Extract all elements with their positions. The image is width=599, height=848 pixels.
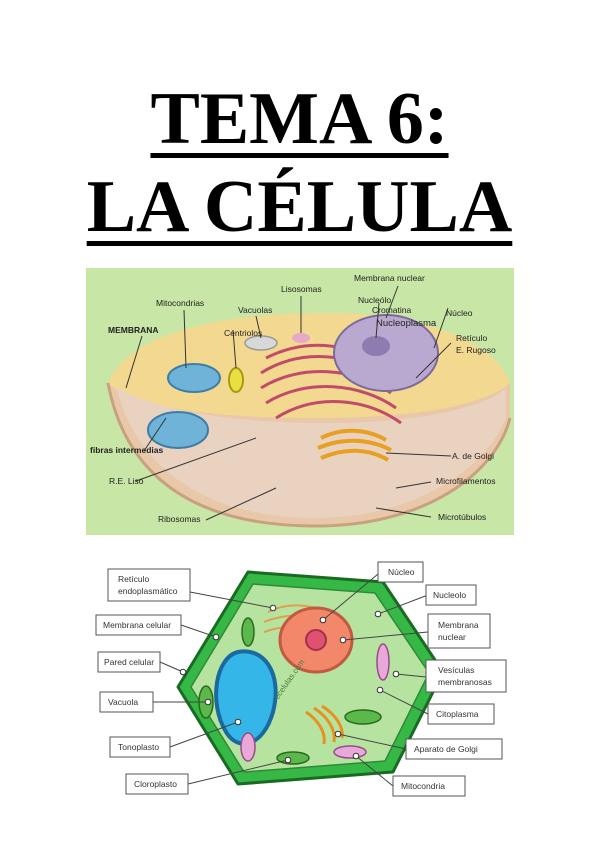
plant-mitochondrion-2	[240, 732, 256, 762]
mitochondrion-2	[147, 411, 209, 449]
box-vacuola	[99, 691, 154, 713]
plant-nucleolus	[305, 629, 327, 651]
plant-label-vacuola: Vacuola	[108, 697, 138, 707]
plant-label-tonoplasto: Tonoplasto	[118, 742, 159, 752]
label-golgi: A. de Golgi	[452, 451, 494, 461]
box-vesiculas	[425, 659, 507, 693]
box-mitocondria	[392, 775, 466, 797]
label-membrana: MEMBRANA	[108, 325, 159, 335]
box-reticulo	[107, 568, 191, 602]
label-membrana-nuclear: Membrana nuclear	[354, 273, 425, 283]
label-centriolos: Centriolos	[224, 328, 262, 338]
plant-label-nucleo: Núcleo	[388, 567, 415, 577]
label-vacuolas: Vacuolas	[238, 305, 272, 315]
box-pared-celular	[97, 651, 161, 673]
plant-label-pared-celular: Pared celular	[104, 657, 154, 667]
plant-leader-lines	[153, 573, 429, 787]
cytoplasm-cut-face	[116, 386, 506, 518]
label-reticulo-1: Retículo	[456, 333, 487, 343]
centrioles	[228, 367, 244, 393]
cell-membrane-edge	[106, 382, 512, 528]
plant-label-membrana-celular: Membrana celular	[103, 620, 171, 630]
golgi-apparatus	[317, 428, 392, 462]
plant-label-vesiculas-2: membranosas	[438, 677, 492, 687]
box-membrana-nuclear	[427, 613, 491, 649]
plant-label-reticulo-2: endoplasmático	[118, 586, 178, 596]
label-re-liso: R.E. Liso	[109, 476, 144, 486]
label-microtubulos: Microtúbulos	[438, 512, 486, 522]
plant-label-membrana-nuclear-1: Membrana	[438, 620, 479, 630]
chloroplast-3	[276, 751, 310, 765]
nucleus	[333, 314, 439, 392]
label-nucleo: Núcleo	[446, 308, 473, 318]
label-cromatina: Cromatina	[372, 305, 411, 315]
vacuole	[244, 335, 278, 351]
label-reticulo-2: E. Rugoso	[456, 345, 496, 355]
label-nucleoplasma: Nucleoplasma	[376, 318, 437, 329]
plant-vacuole	[214, 649, 278, 746]
plant-label-citoplasma: Citoplasma	[436, 709, 479, 719]
label-ribosomas: Ribosomas	[158, 514, 201, 524]
box-nucleo	[377, 561, 424, 583]
plant-label-reticulo-1: Retículo	[118, 574, 149, 584]
plant-label-nucleolo: Nucleolo	[433, 590, 466, 600]
plant-mitochondrion-3	[333, 745, 367, 759]
nucleolus	[362, 336, 390, 356]
label-nucleolo: Nucleólo	[358, 295, 391, 305]
plant-mitochondrion-1	[376, 643, 390, 681]
label-fibras: fibras intermedias	[90, 445, 163, 455]
plant-label-golgi: Aparato de Golgi	[414, 744, 478, 754]
plant-label-membrana-nuclear-2: nuclear	[438, 632, 466, 642]
animal-cell-diagram: MEMBRANA Mitocondrias Centriolos Vacuola…	[86, 268, 514, 535]
box-citoplasma	[427, 703, 495, 725]
chloroplast-4	[344, 709, 382, 725]
title-line-2: LA CÉLULA	[86, 166, 513, 248]
box-membrana-celular	[95, 614, 182, 636]
box-nucleolo	[425, 584, 477, 606]
mitochondrion-1	[167, 363, 221, 393]
box-cloroplasto	[125, 773, 189, 795]
label-lisosomas: Lisosomas	[281, 284, 322, 294]
chloroplast-1	[241, 617, 255, 647]
plant-label-mitocondria: Mitocondria	[401, 781, 445, 791]
title-line-1: TEMA 6:	[150, 78, 449, 160]
leader-lines	[125, 285, 452, 521]
box-golgi	[405, 738, 503, 760]
plant-label-vesiculas-1: Vesículas	[438, 665, 474, 675]
plant-leader-dots	[179, 604, 400, 764]
plant-label-cloroplasto: Cloroplasto	[134, 779, 177, 789]
label-mitocondrias: Mitocondrias	[156, 298, 204, 308]
lysosome	[292, 333, 310, 343]
plant-cell-diagram: ecelulas.com R	[95, 561, 507, 797]
label-microfilamentos: Microfilamentos	[436, 476, 496, 486]
box-tonoplasto	[109, 736, 171, 758]
